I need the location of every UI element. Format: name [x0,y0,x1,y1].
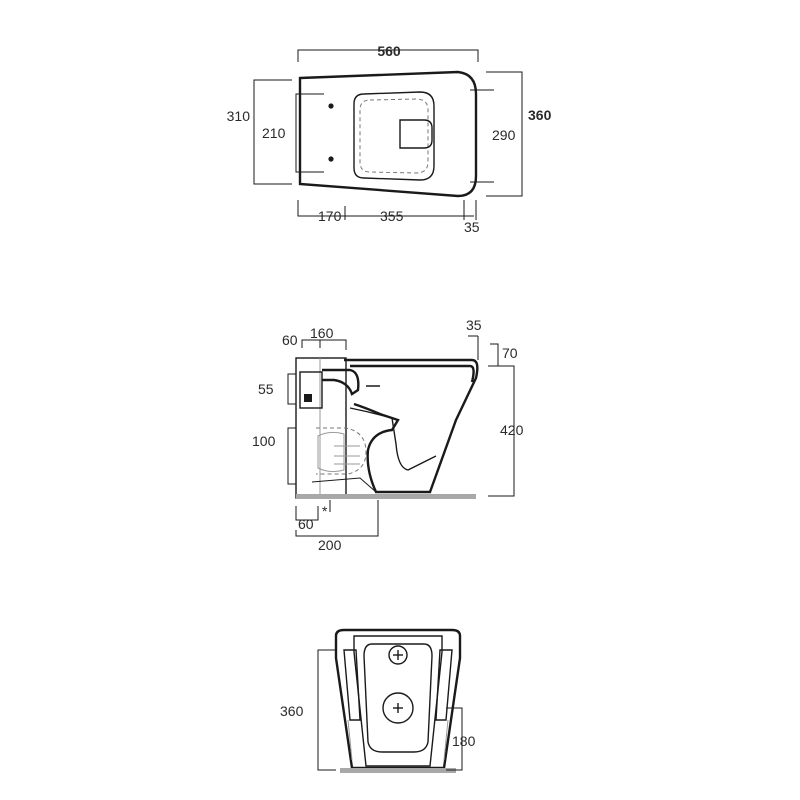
side-view: 60 160 35 70 55 420 100 60 * 200 [252,317,524,553]
dim-360-rear: 360 [280,703,304,719]
top-view-fixing-hole-lower [328,156,334,162]
top-view: 560 360 290 310 210 170 355 35 [227,43,552,235]
dim-35-side: 35 [466,317,482,333]
dim-35-top: 35 [464,219,480,235]
rear-view-cavity [363,643,433,753]
dim-100: 100 [252,433,276,449]
rear-view-outlet-hole [382,692,414,724]
dim-170: 170 [318,208,342,224]
top-view-trap [399,119,433,149]
dim-180: 180 [452,733,476,749]
side-view-flush-inlet [322,368,360,396]
top-view-inner-dash [359,98,429,174]
dim-210: 210 [262,125,286,141]
side-view-inlet-marker [304,394,312,402]
side-view-floor [296,494,476,499]
top-view-outline [298,70,478,198]
dim-160: 160 [310,325,334,341]
dim-290: 290 [492,127,516,143]
dim-55: 55 [258,381,274,397]
dim-200: 200 [318,537,342,553]
dim-360-top: 360 [528,107,552,123]
side-view-trap [316,427,367,475]
rear-view-outline [334,628,462,770]
rear-view-inner-body [353,635,443,767]
rear-view-floor [340,768,456,773]
top-view-seat-opening [353,91,435,181]
side-view-rim [350,364,475,383]
side-view-bowl-outline [344,358,479,494]
dim-420: 420 [500,422,524,438]
rear-view: 360 180 [280,628,476,773]
dim-60-bottom: 60 [298,516,314,532]
dim-355: 355 [380,208,404,224]
side-view-inlet-box [299,371,323,409]
top-view-fixing-hole-upper [328,103,334,109]
rear-view-inlet-hole [388,645,408,665]
dim-60-top: 60 [282,332,298,348]
side-view-inner-bowl [349,385,437,471]
dim-310: 310 [227,108,251,124]
dim-note-asterisk: * [322,503,328,519]
dim-560: 560 [377,43,401,59]
dim-70: 70 [502,345,518,361]
